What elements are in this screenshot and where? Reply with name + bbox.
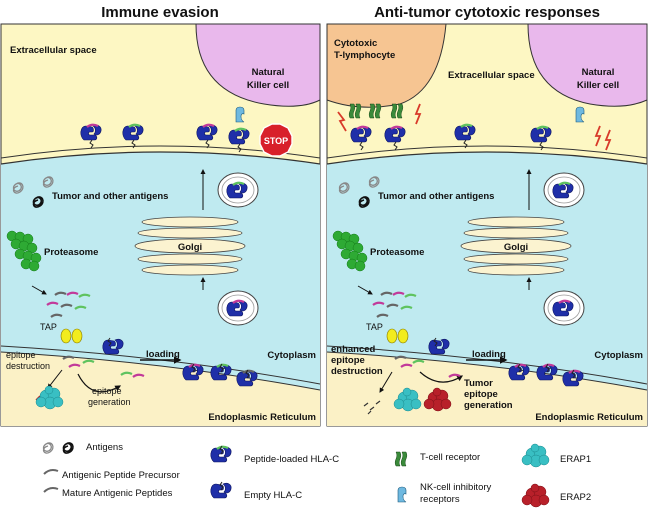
right-panel-title: Anti-tumor cytotoxic responses <box>374 4 600 21</box>
right-enhanced-destruction-label-3: destruction <box>331 366 383 377</box>
left-loading-label: loading <box>146 349 180 360</box>
legend-tcr-icon <box>394 451 408 467</box>
right-tumor-epitope-label-3: generation <box>464 400 513 411</box>
stop-sign-icon: STOP <box>259 123 293 157</box>
left-tumor-antigens-label: Tumor and other antigens <box>52 191 168 202</box>
right-enhanced-destruction-label-2: epitope <box>331 355 365 366</box>
left-epitope-generation-label-2: generation <box>88 397 131 407</box>
left-nk-label-2: Killer cell <box>247 80 289 91</box>
legend-antigens-icon <box>62 442 74 454</box>
right-ctl-label-1: Cytotoxic <box>334 38 377 49</box>
legend-empty-label: Empty HLA-C <box>244 490 302 501</box>
right-nk-label-2: Killer cell <box>577 80 619 91</box>
left-nk-label-1: Natural <box>252 67 285 78</box>
svg-text:STOP: STOP <box>264 136 288 146</box>
left-golgi-label: Golgi <box>178 242 202 253</box>
left-er-region <box>1 352 320 426</box>
right-er-label: Endoplasmic Reticulum <box>535 412 643 423</box>
right-tumor-epitope-label-2: epitope <box>464 389 498 400</box>
right-proteasome-label: Proteasome <box>370 247 424 258</box>
legend-erap2-icon <box>521 483 550 508</box>
right-panel: Anti-tumor cytotoxic responses Cytotoxic… <box>326 4 648 427</box>
left-plasma-membrane <box>0 151 321 165</box>
right-loading-label: loading <box>472 349 506 360</box>
right-nk-cell <box>527 23 648 107</box>
right-cytoplasm-label: Cytoplasm <box>594 350 643 361</box>
legend-nk-receptors-label-2: receptors <box>420 494 460 505</box>
right-ctl-label-2: T-lymphocyte <box>334 50 395 61</box>
left-panel: Immune evasion Extracellular space Natur… <box>0 4 321 427</box>
legend-precursor-label: Antigenic Peptide Precursor <box>62 470 180 481</box>
right-nk-label-1: Natural <box>582 67 615 78</box>
legend-antigens-label: Antigens <box>86 442 123 453</box>
left-nk-cell <box>195 23 321 107</box>
legend-nk-receptors-label-1: NK-cell inhibitory <box>420 482 492 493</box>
left-epitope-destruction-label-2: destruction <box>6 361 50 371</box>
left-tap-label: TAP <box>40 322 57 332</box>
right-tumor-antigens-label: Tumor and other antigens <box>378 191 494 202</box>
legend-erap1-label: ERAP1 <box>560 454 591 465</box>
left-epitope-destruction-label-1: epitope <box>6 350 36 360</box>
legend-nk-receptor-icon <box>397 486 407 503</box>
right-extracellular-label: Extracellular space <box>448 70 535 81</box>
left-extracellular-label: Extracellular space <box>10 45 97 56</box>
right-tap-label: TAP <box>366 322 383 332</box>
left-cytoplasm-label: Cytoplasm <box>267 350 316 361</box>
legend-mature-label: Mature Antigenic Peptides <box>62 488 173 499</box>
legend-precursor-icon <box>43 469 59 475</box>
left-er-label: Endoplasmic Reticulum <box>208 412 316 423</box>
legend-peptide-loaded-label: Peptide-loaded HLA-C <box>244 454 339 465</box>
left-epitope-generation-label-1: epitope <box>92 386 122 396</box>
legend-tcr-label: T-cell receptor <box>420 452 480 463</box>
right-enhanced-destruction-label-1: enhanced <box>331 344 376 355</box>
right-golgi-label: Golgi <box>504 242 528 253</box>
legend-mature-icon <box>43 487 59 493</box>
left-panel-title: Immune evasion <box>101 4 219 21</box>
left-proteasome-label: Proteasome <box>44 247 98 258</box>
legend-erap1-icon <box>521 443 550 468</box>
legend-erap2-label: ERAP2 <box>560 492 591 503</box>
right-tumor-epitope-label-1: Tumor <box>464 378 493 389</box>
right-cytotoxic-lightning-icon <box>337 103 612 151</box>
legend: Antigens Antigenic Peptide Precursor Mat… <box>42 442 591 508</box>
